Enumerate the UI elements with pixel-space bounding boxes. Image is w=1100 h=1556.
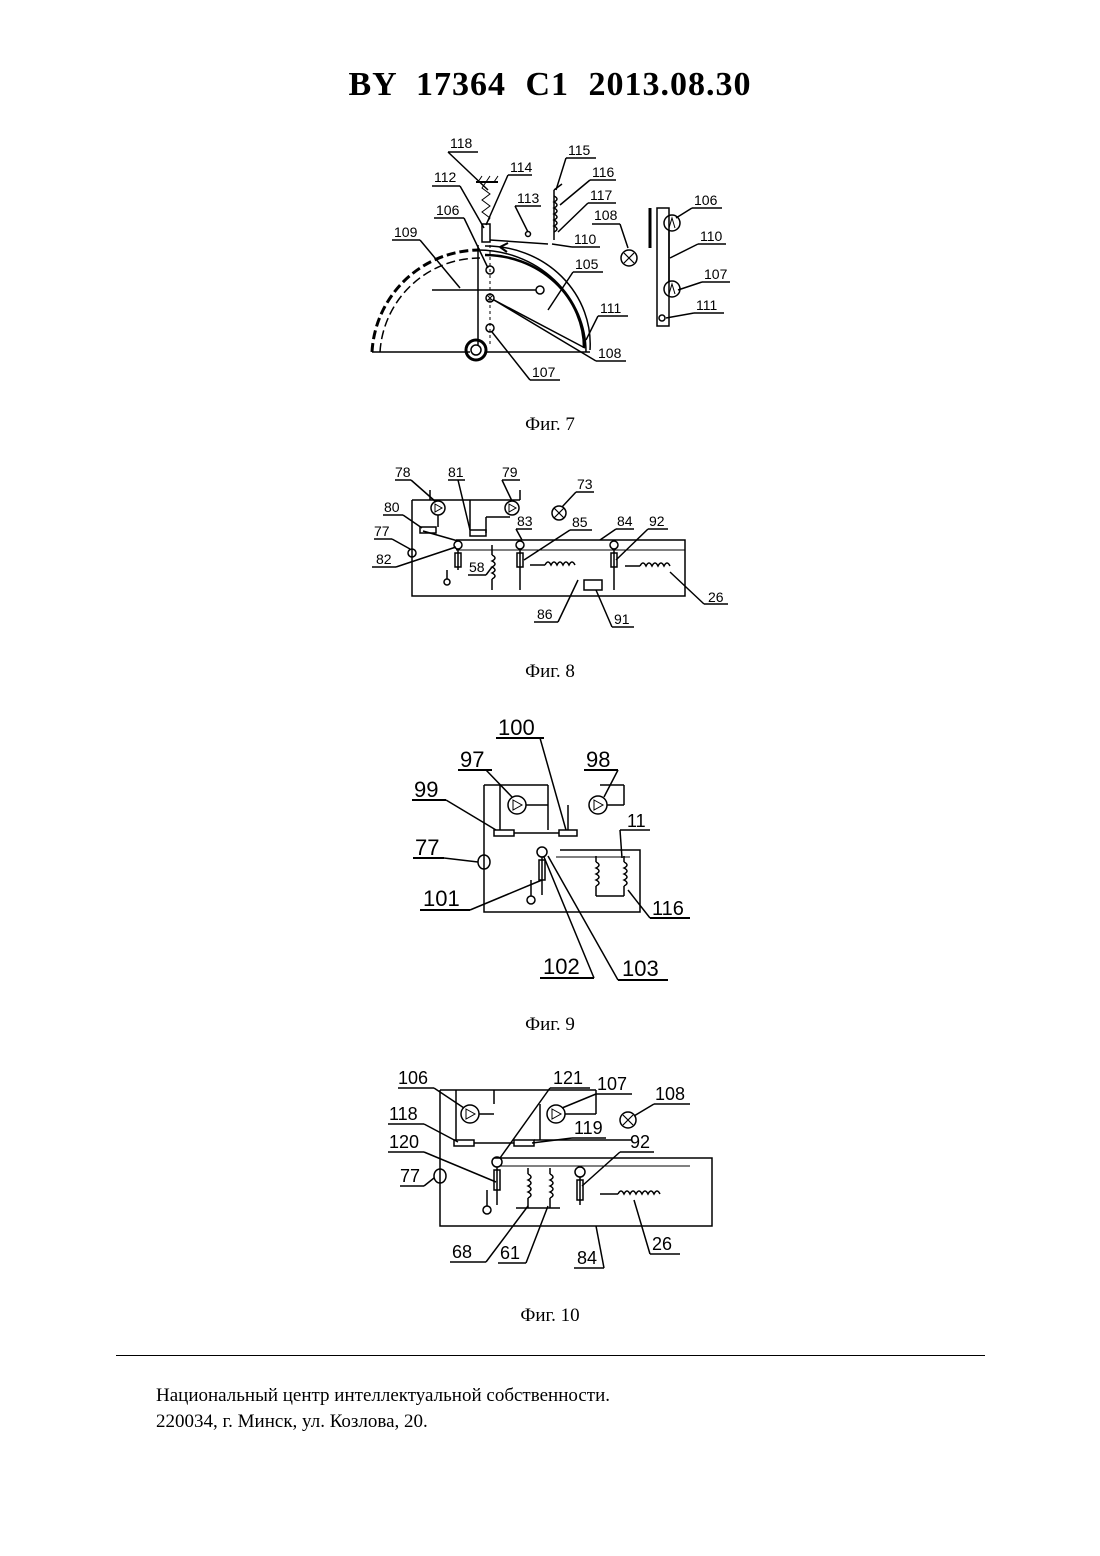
fig8-label-84: 84	[617, 513, 633, 529]
figure-10-drawing: 106 121 107 108 118 119 120 92 77 68 61 …	[0, 1060, 1100, 1290]
fig8-label-85: 85	[572, 514, 588, 530]
footer: Национальный центр интеллектуальной собс…	[156, 1383, 610, 1435]
fig8-label-79: 79	[502, 464, 518, 480]
fig7-label-105: 105	[575, 256, 599, 272]
fig7-label-110-right: 110	[700, 228, 723, 244]
footer-divider	[116, 1355, 985, 1356]
footer-line-address: 220034, г. Минск, ул. Козлова, 20.	[156, 1409, 610, 1435]
figure-7-caption: Фиг. 7	[0, 414, 1100, 436]
fig10-label-108: 108	[655, 1084, 685, 1104]
footer-line-organization: Национальный центр интеллектуальной собс…	[156, 1383, 610, 1409]
fig7-label-106: 106	[436, 202, 460, 218]
fig10-label-119: 119	[574, 1118, 603, 1138]
fig8-label-77: 77	[374, 523, 390, 539]
fig7-label-118: 118	[450, 135, 473, 151]
fig10-label-26: 26	[652, 1234, 672, 1254]
fig8-label-86: 86	[537, 606, 553, 622]
fig9-label-98: 98	[586, 747, 610, 772]
fig9-label-99: 99	[414, 777, 438, 802]
fig7-label-111-right: 111	[696, 297, 717, 313]
fig10-label-121: 121	[553, 1068, 583, 1088]
fig10-label-61: 61	[500, 1243, 520, 1263]
fig10-label-120: 120	[389, 1132, 419, 1152]
fig9-label-97: 97	[460, 747, 484, 772]
fig7-label-107-right: 107	[704, 266, 728, 282]
figure-9-caption: Фиг. 9	[0, 1014, 1100, 1036]
fig9-label-102: 102	[543, 954, 580, 979]
fig9-label-116: 116	[652, 898, 684, 920]
fig10-label-107: 107	[597, 1074, 627, 1094]
fig7-label-117: 117	[590, 187, 613, 203]
fig7-label-106-right: 106	[694, 192, 718, 208]
figure-8-caption: Фиг. 8	[0, 661, 1100, 683]
fig9-label-101: 101	[423, 886, 460, 911]
fig7-label-110: 110	[574, 231, 597, 247]
figure-10: 106 121 107 108 118 119 120 92 77 68 61 …	[0, 1060, 1100, 1380]
fig8-label-81: 81	[448, 464, 464, 480]
document-number-header: BY 17364 C1 2013.08.30	[0, 66, 1100, 104]
fig8-label-83: 83	[517, 513, 533, 529]
fig7-label-115: 115	[568, 142, 591, 158]
fig10-label-92: 92	[630, 1132, 650, 1152]
figure-10-caption: Фиг. 10	[0, 1305, 1100, 1327]
fig7-label-113: 113	[517, 190, 540, 206]
fig7-label-112: 112	[434, 169, 457, 185]
fig9-label-11: 11	[627, 811, 646, 831]
fig9-label-77: 77	[415, 835, 439, 860]
fig7-label-114: 114	[510, 159, 533, 175]
fig10-label-68: 68	[452, 1242, 472, 1262]
fig8-label-91: 91	[614, 611, 630, 627]
fig9-label-100: 100	[498, 715, 535, 740]
fig7-label-116: 116	[592, 164, 615, 180]
fig7-label-108: 108	[598, 345, 622, 361]
figure-9: 100 97 98 99 11 77 101 116 102 103	[0, 710, 1100, 1030]
fig7-label-111: 111	[600, 300, 621, 316]
figure-7: 118 114 112 115 116 113 117 106 108 110 …	[0, 130, 1100, 450]
fig8-label-80: 80	[384, 499, 400, 515]
fig10-label-84: 84	[577, 1248, 597, 1268]
fig9-label-103: 103	[622, 956, 659, 981]
figure-9-drawing: 100 97 98 99 11 77 101 116 102 103	[0, 710, 1100, 1000]
fig8-label-26: 26	[708, 589, 724, 605]
fig7-label-107: 107	[532, 364, 556, 380]
figure-7-drawing: 118 114 112 115 116 113 117 106 108 110 …	[0, 130, 1100, 400]
fig7-label-108-top: 108	[594, 207, 618, 223]
fig10-label-77: 77	[400, 1166, 420, 1186]
fig8-label-78: 78	[395, 464, 411, 480]
fig8-label-73: 73	[577, 476, 593, 492]
fig10-label-106: 106	[398, 1068, 428, 1088]
fig8-label-58: 58	[469, 559, 485, 575]
fig8-label-82: 82	[376, 551, 392, 567]
fig10-label-118: 118	[389, 1104, 418, 1124]
figure-8-drawing: 78 81 79 73 80 83 85 84 92 77 82 58 26 8…	[0, 460, 1100, 640]
fig7-label-109: 109	[394, 224, 418, 240]
fig8-label-92: 92	[649, 513, 665, 529]
